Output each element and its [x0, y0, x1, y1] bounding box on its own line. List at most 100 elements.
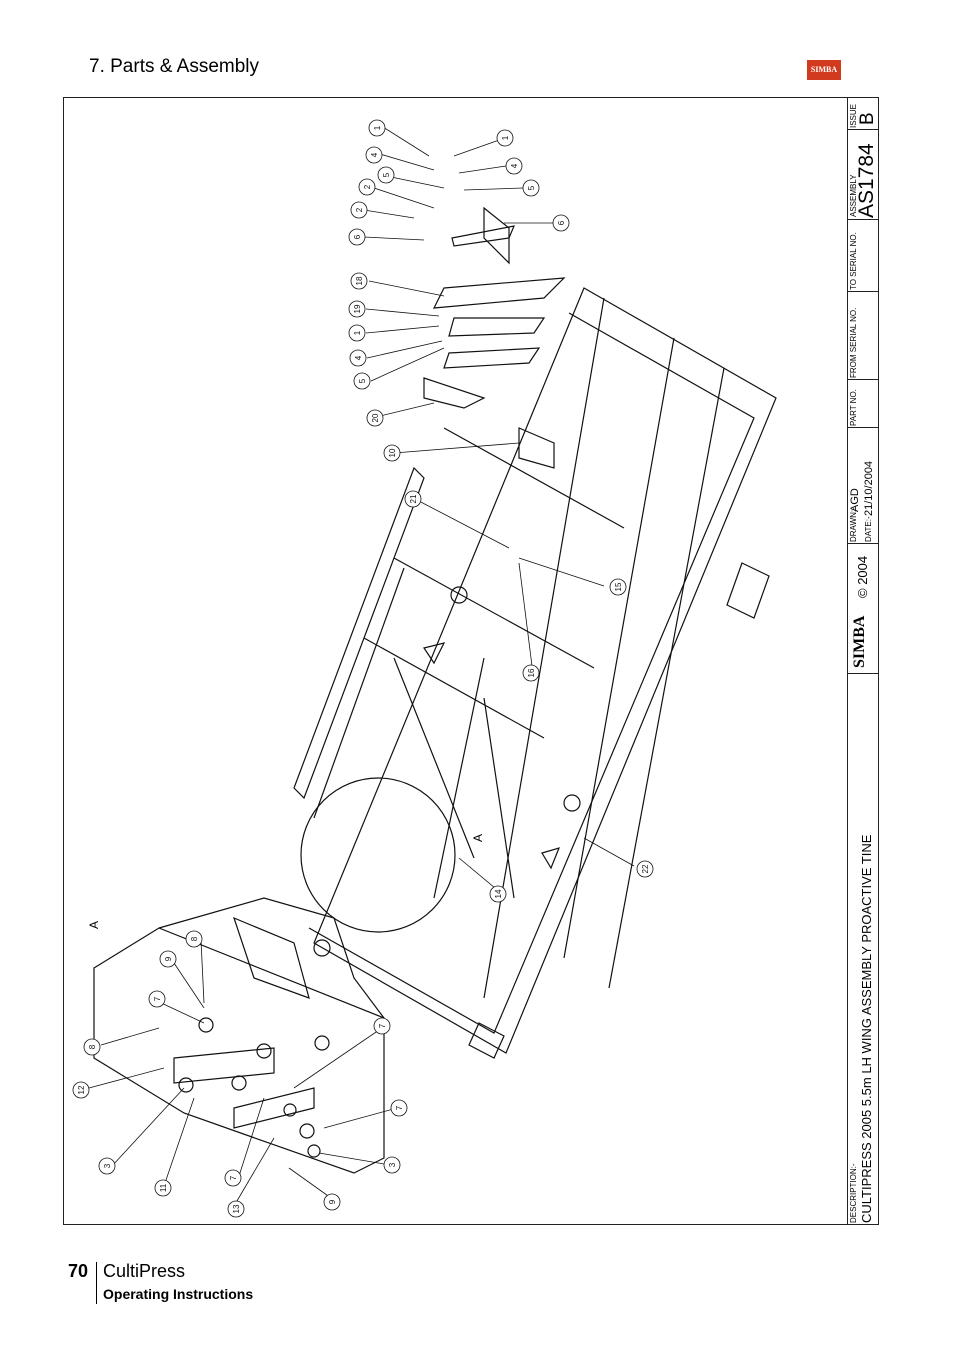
callout-number: 5 — [382, 172, 391, 177]
callout-number: 15 — [614, 582, 623, 591]
callout-number: 1 — [353, 330, 362, 335]
exploded-assembly-drawing: 1144552266181914520102115161422897812731… — [72, 119, 777, 1218]
callout-bubble — [159, 950, 177, 968]
callout-bubble — [72, 1081, 90, 1099]
document-subtitle: Operating Instructions — [103, 1286, 254, 1302]
callout-number: 7 — [229, 1175, 238, 1180]
callout-number: 19 — [353, 304, 362, 313]
description-text: CULTIPRESS 2005 5.5m LH WING ASSEMBLY PR… — [859, 834, 874, 1223]
callout-number: 8 — [190, 936, 199, 941]
callout-bubble — [185, 930, 203, 948]
callout-bubble — [98, 1157, 116, 1175]
date-value: 21/10/2004 — [863, 460, 875, 516]
to-serial-cell: TO SERIAL NO. — [847, 220, 879, 292]
callout-number: 5 — [527, 185, 536, 190]
product-name: CultiPress — [103, 1261, 186, 1281]
callout-number: 11 — [159, 1183, 168, 1192]
assembly-cell: ASSEMBLY AS1784 — [847, 130, 879, 220]
detail-circle-a — [300, 777, 456, 933]
to-serial-label: TO SERIAL NO. — [849, 232, 858, 290]
detail-label-top: A — [87, 921, 101, 929]
callout-bubble — [505, 157, 523, 175]
callout-number: 20 — [371, 413, 380, 422]
drawn-date-cell: DRAWN:- AGD DATE:- 21/10/2004 — [847, 428, 879, 544]
footer-divider — [96, 1262, 97, 1304]
callout-number: 4 — [510, 163, 519, 168]
copyright: © 2004 — [855, 555, 870, 598]
date-label: DATE:- — [864, 516, 873, 542]
callout-number: 9 — [328, 1199, 337, 1204]
description-label: DESCRIPTION:- — [849, 1163, 858, 1223]
assembly-value: AS1784 — [855, 143, 878, 218]
callout-number: 8 — [88, 1044, 97, 1049]
callout-bubble — [522, 664, 540, 682]
title-block-divider — [847, 97, 848, 1225]
callout-bubble — [390, 1099, 408, 1117]
from-serial-label: FROM SERIAL NO. — [849, 307, 858, 378]
callout-bubble — [350, 272, 368, 290]
callout-number: 16 — [527, 668, 536, 677]
callout-bubble — [383, 444, 401, 462]
detail-a-plate — [93, 927, 385, 1174]
callout-number: 7 — [378, 1023, 387, 1028]
callout-number: 3 — [103, 1163, 112, 1168]
callout-number: 9 — [164, 956, 173, 961]
callout-bubble — [552, 214, 570, 232]
part-no-cell: PART NO. — [847, 380, 879, 428]
callout-bubble — [366, 409, 384, 427]
callout-bubble — [522, 179, 540, 197]
callout-bubble — [224, 1169, 242, 1187]
callout-bubble — [348, 324, 366, 342]
logo-cell: SIMBA © 2004 — [847, 544, 879, 674]
simba-logo: SIMBA — [807, 60, 841, 80]
callout-number: 18 — [355, 276, 364, 285]
callout-bubble — [383, 1156, 401, 1174]
callout-bubble — [353, 372, 371, 390]
drawn-label: DRAWN:- — [849, 507, 858, 542]
callout-bubble — [83, 1038, 101, 1056]
page-number: 70 — [68, 1261, 89, 1281]
callout-number: 13 — [232, 1204, 241, 1213]
callout-number: 2 — [355, 207, 364, 212]
callout-number: 1 — [501, 135, 510, 140]
part-no-label: PART NO. — [849, 389, 858, 426]
callout-number: 6 — [353, 234, 362, 239]
callout-number: 21 — [409, 494, 418, 503]
title-block-logo: SIMBA — [851, 615, 868, 668]
callout-bubble — [227, 1200, 245, 1218]
callout-group: 1144552266181914520102115161422897812731… — [72, 119, 654, 1218]
callout-bubble — [368, 119, 386, 137]
main-frame — [313, 287, 777, 1054]
callout-bubble — [358, 178, 376, 196]
callout-number: 14 — [494, 889, 503, 898]
drawn-value: AGD — [849, 488, 861, 512]
callout-bubble — [323, 1193, 341, 1211]
callout-number: 10 — [388, 448, 397, 457]
callout-bubble — [350, 201, 368, 219]
callout-bubble — [148, 990, 166, 1008]
callout-number: 2 — [363, 184, 372, 189]
callout-number: 7 — [153, 996, 162, 1001]
callout-bubble — [496, 129, 514, 147]
callout-bubble — [348, 228, 366, 246]
callout-number: 12 — [77, 1085, 86, 1094]
callout-number: 4 — [354, 355, 363, 360]
callout-number: 5 — [358, 378, 367, 383]
drawing-frame — [63, 97, 879, 1225]
callout-bubble — [636, 860, 654, 878]
callout-bubble — [377, 166, 395, 184]
callout-bubble — [609, 578, 627, 596]
callout-bubble — [489, 885, 507, 903]
description-cell: DESCRIPTION:- CULTIPRESS 2005 5.5m LH WI… — [847, 674, 879, 1225]
issue-value: B — [857, 112, 878, 125]
callout-bubble — [349, 349, 367, 367]
callout-number: 6 — [557, 220, 566, 225]
callout-bubble — [348, 300, 366, 318]
callout-number: 4 — [370, 152, 379, 157]
issue-cell: ISSUE B — [847, 97, 879, 130]
callout-number: 3 — [388, 1162, 397, 1167]
callout-bubble — [404, 490, 422, 508]
callout-bubble — [365, 146, 383, 164]
detail-label-circle: A — [471, 834, 485, 842]
callout-number: 22 — [641, 864, 650, 873]
